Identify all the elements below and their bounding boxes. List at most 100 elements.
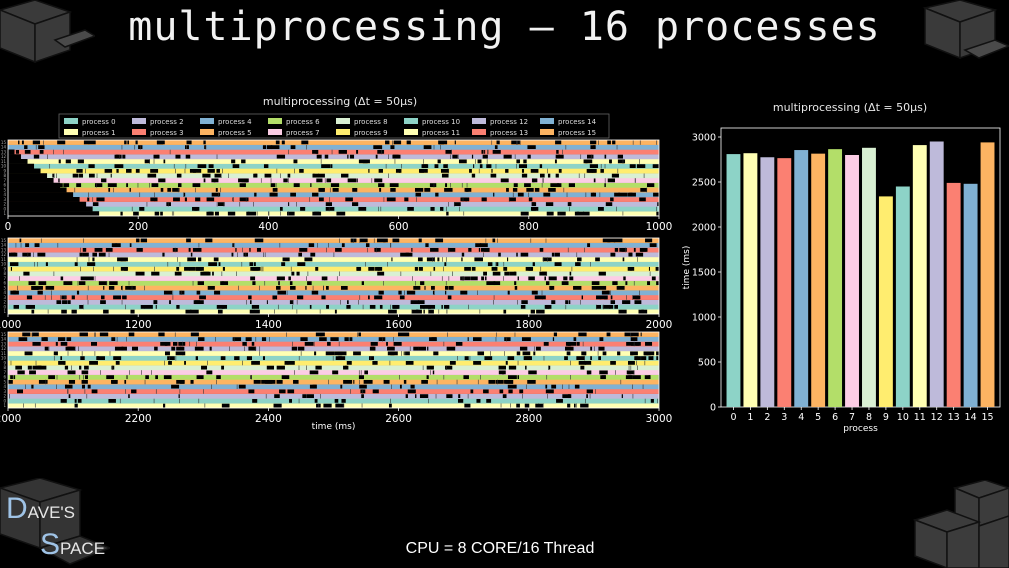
idle-gap <box>438 140 444 145</box>
idle-gap <box>513 271 516 276</box>
switch-tick <box>495 336 497 342</box>
switch-tick <box>510 403 512 408</box>
panel-frame <box>7 331 660 409</box>
idle-gap <box>554 159 557 164</box>
switch-tick <box>67 351 69 356</box>
idle-gap <box>523 159 527 164</box>
idle-gap <box>514 281 517 286</box>
idle-gap <box>404 197 409 202</box>
idle-gap <box>67 370 76 375</box>
idle-gap <box>29 370 36 375</box>
switch-tick <box>195 187 196 193</box>
idle-gap <box>232 337 242 342</box>
idle-gap <box>596 295 602 300</box>
switch-tick <box>264 280 266 286</box>
switch-tick <box>268 211 269 216</box>
idle-gap <box>325 202 333 207</box>
idle-gap <box>452 154 458 159</box>
x-tick-label: 200 <box>128 221 148 233</box>
idle-gap <box>577 257 582 262</box>
lane-tick-label: 14 <box>1 337 7 342</box>
idle-gap <box>125 285 130 290</box>
switch-tick <box>376 247 377 253</box>
idle-gap <box>74 398 77 403</box>
lane-tick-label: 14 <box>1 243 7 248</box>
idle-gap <box>656 356 659 361</box>
idle-gap <box>77 398 82 403</box>
legend-entry: process 3 <box>132 129 184 137</box>
idle-gap <box>395 168 401 173</box>
switch-tick <box>443 341 445 347</box>
switch-tick <box>144 285 145 291</box>
idle-gap <box>197 257 202 262</box>
idle-gap <box>387 346 395 351</box>
switch-tick <box>278 280 280 286</box>
idle-gap <box>552 337 555 342</box>
switch-tick <box>86 295 88 300</box>
idle-gap <box>528 197 533 202</box>
idle-gap <box>553 332 558 337</box>
idle-gap <box>561 281 569 286</box>
lane-tick-label: 4 <box>3 290 6 295</box>
panel-frame <box>7 237 660 315</box>
idle-gap <box>192 183 201 188</box>
idle-gap <box>232 164 240 169</box>
switch-tick <box>630 365 632 370</box>
idle-gap <box>368 295 370 300</box>
idle-gap <box>44 346 49 351</box>
idle-gap <box>212 271 214 276</box>
switch-tick <box>205 144 207 150</box>
idle-gap <box>22 252 31 257</box>
idle-gap <box>186 140 192 145</box>
idle-gap <box>154 211 160 216</box>
idle-gap <box>67 300 71 305</box>
process-lane <box>8 197 659 202</box>
idle-gap <box>507 356 515 361</box>
legend-swatch <box>268 118 282 124</box>
switch-tick <box>57 242 59 248</box>
switch-tick <box>541 290 543 295</box>
switch-tick <box>296 201 297 207</box>
idle-gap <box>585 159 593 164</box>
idle-gap <box>569 271 572 276</box>
switch-tick <box>383 197 385 202</box>
idle-gap <box>358 332 361 337</box>
switch-tick <box>362 389 363 394</box>
idle-gap <box>503 309 507 314</box>
switch-tick <box>216 379 217 385</box>
idle-gap <box>81 370 89 375</box>
idle-gap <box>557 183 562 188</box>
switch-tick <box>185 163 187 169</box>
idle-gap <box>614 247 619 252</box>
switch-tick <box>633 280 635 286</box>
not-started-region <box>8 187 67 193</box>
idle-gap <box>549 285 553 290</box>
idle-gap <box>645 238 653 243</box>
idle-gap <box>656 211 663 216</box>
idle-gap <box>568 183 575 188</box>
legend-swatch <box>336 129 350 135</box>
idle-gap <box>196 375 204 380</box>
idle-gap <box>379 304 383 309</box>
idle-gap <box>597 206 604 211</box>
idle-gap <box>576 356 585 361</box>
legend-swatch <box>404 118 418 124</box>
idle-gap <box>626 341 635 346</box>
idle-gap <box>178 341 186 346</box>
x-tick-label: 0 <box>5 221 12 233</box>
switch-tick <box>628 365 630 370</box>
switch-tick <box>182 341 183 347</box>
idle-gap <box>648 266 650 271</box>
lane-tick-label: 12 <box>1 252 7 257</box>
x-tick-label: 8 <box>866 412 872 423</box>
idle-gap <box>133 211 139 216</box>
not-started-region <box>8 168 41 174</box>
switch-tick <box>451 149 452 155</box>
idle-gap <box>573 285 582 290</box>
idle-gap <box>326 178 332 183</box>
idle-gap <box>131 389 137 394</box>
idle-gap <box>527 154 531 159</box>
idle-gap <box>243 178 249 183</box>
switch-tick <box>292 304 293 310</box>
legend-label: process 2 <box>150 118 184 126</box>
